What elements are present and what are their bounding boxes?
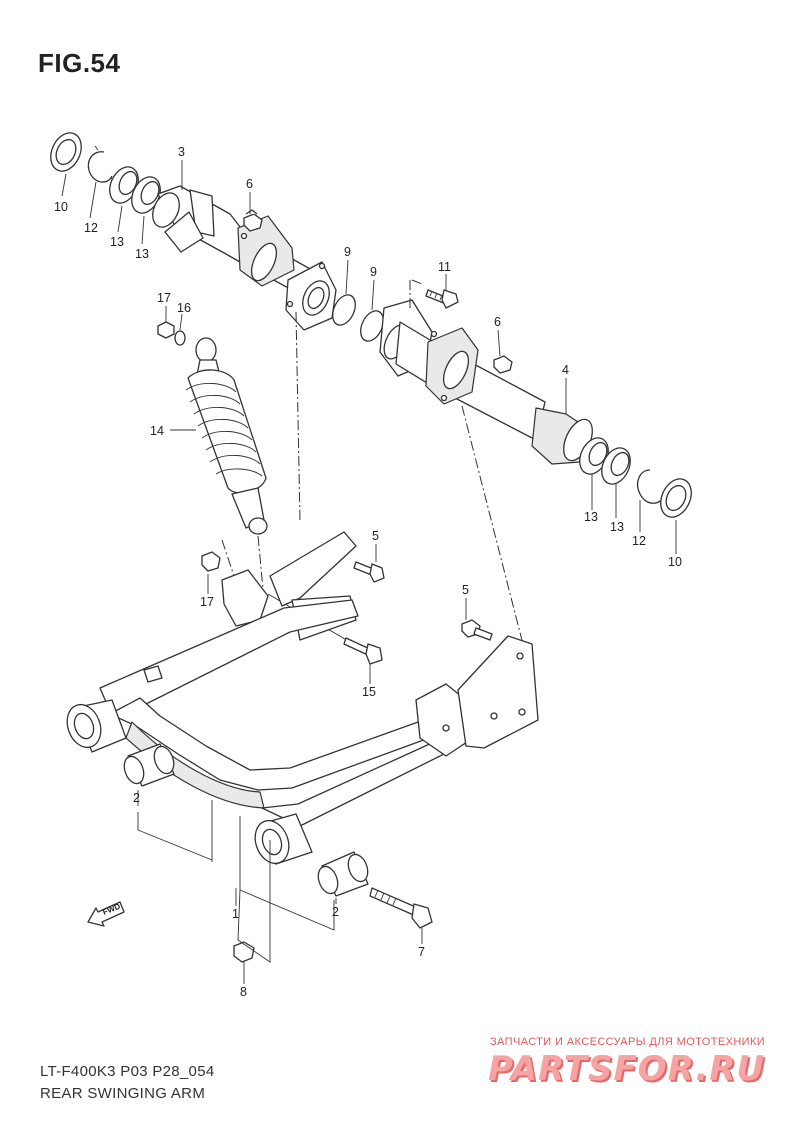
label-5-right: 5 [462,583,469,597]
label-13-a: 13 [110,235,124,249]
circlip-12-left [87,145,115,183]
bolt-5-right [461,619,493,641]
label-9-left: 9 [344,245,351,259]
watermark-tagline: ЗАПЧАСТИ И АКСЕССУАРЫ ДЛЯ МОТОТЕХНИКИ [490,1036,766,1048]
swing-arm-1 [66,531,539,865]
bolt-11 [425,289,459,309]
fwd-arrow-icon: FWD [87,901,125,927]
label-10-right: 10 [668,555,682,569]
label-9-right: 9 [370,265,377,279]
label-12-left: 12 [84,221,98,235]
label-1: 1 [232,907,239,921]
label-2-left: 2 [133,791,140,805]
label-12-right: 12 [632,534,646,548]
bushing-2-left [123,743,175,787]
bolt-15 [343,637,383,665]
bearing-13-d [601,447,631,485]
oil-seal-10-left [50,132,82,172]
bolt-7 [369,887,433,929]
o-ring-9-right [360,310,384,342]
label-17-lower: 17 [200,595,214,609]
label-17-upper: 17 [157,291,171,305]
label-5-upper: 5 [372,529,379,543]
diagram-caption: REAR SWINGING ARM [40,1085,206,1102]
bushing-2-right [317,851,369,897]
pivot-shaft-4 [379,299,593,465]
part-labels: 10 12 13 13 3 6 9 9 11 6 4 17 16 14 13 1… [54,145,682,999]
bolt-5-upper [353,561,385,583]
label-14: 14 [150,424,164,438]
label-6-right: 6 [494,315,501,329]
label-13-b: 13 [135,247,149,261]
label-13-c: 13 [584,510,598,524]
label-6-upper: 6 [246,177,253,191]
nut-17-upper [157,321,175,339]
label-13-d: 13 [610,520,624,534]
label-16: 16 [177,301,191,315]
rear-shock-absorber-14 [185,337,268,535]
nut-17-lower [201,551,221,572]
label-8: 8 [240,985,247,999]
bearing-13-b [131,176,161,214]
label-3: 3 [178,145,185,159]
bearing-13-c [579,437,609,475]
oil-seal-10-right [660,478,692,518]
label-10-left: 10 [54,200,68,214]
label-7: 7 [418,945,425,959]
leader-lines [61,160,677,984]
o-ring-9-left [332,294,356,326]
label-11: 11 [438,260,451,274]
washer-16 [174,330,186,346]
nut-6-upper [243,209,263,232]
nut-6-right [493,355,513,374]
label-15: 15 [362,685,376,699]
label-4: 4 [562,363,569,377]
figure-title: FIG.54 [38,48,121,78]
pivot-shaft-3 [152,185,337,331]
label-2-right: 2 [332,905,339,919]
nut-8 [233,941,255,963]
model-code: LT-F400K3 P03 P28_054 [40,1063,215,1080]
watermark-logo: PARTSFOR.RU [488,1049,766,1089]
circlip-12-right [636,469,665,504]
